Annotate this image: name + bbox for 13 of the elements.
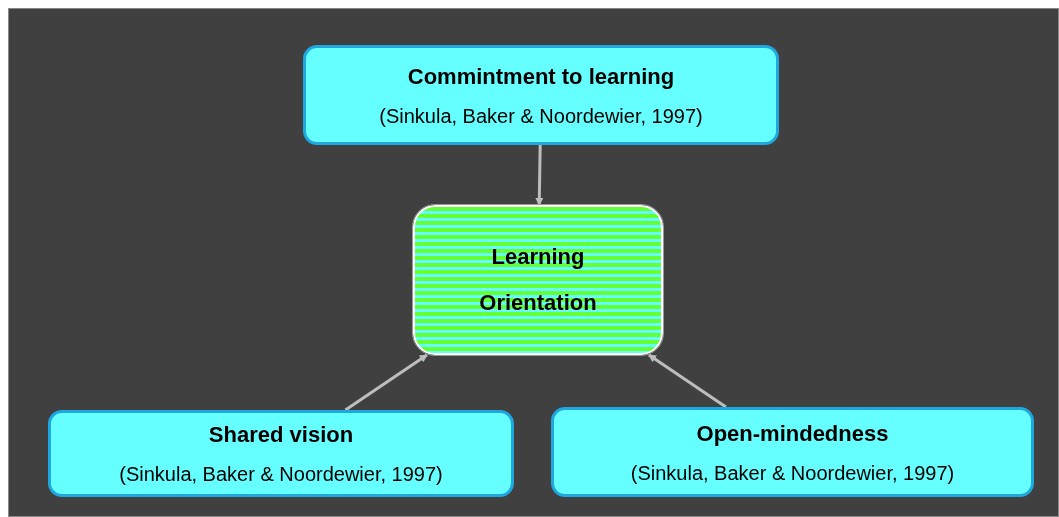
concept-title: Open-mindedness: [696, 419, 889, 448]
citation-text: (Sinkula, Baker & Noordewier, 1997): [630, 460, 955, 486]
concept-box: [551, 407, 1034, 497]
arrow: [344, 353, 428, 412]
arrow: [535, 144, 544, 206]
concept-title: Commintment to learning: [407, 62, 675, 91]
citation-text: (Sinkula, Baker & Noordewier, 1997): [119, 462, 443, 487]
central-concept-box: [413, 205, 663, 355]
concept-box: [303, 45, 779, 145]
concept-box: [48, 410, 514, 497]
arrow: [648, 353, 727, 409]
citation-text: (Sinkula, Baker & Noordewier, 1997): [379, 103, 703, 129]
concept-title: Shared vision: [208, 421, 354, 449]
